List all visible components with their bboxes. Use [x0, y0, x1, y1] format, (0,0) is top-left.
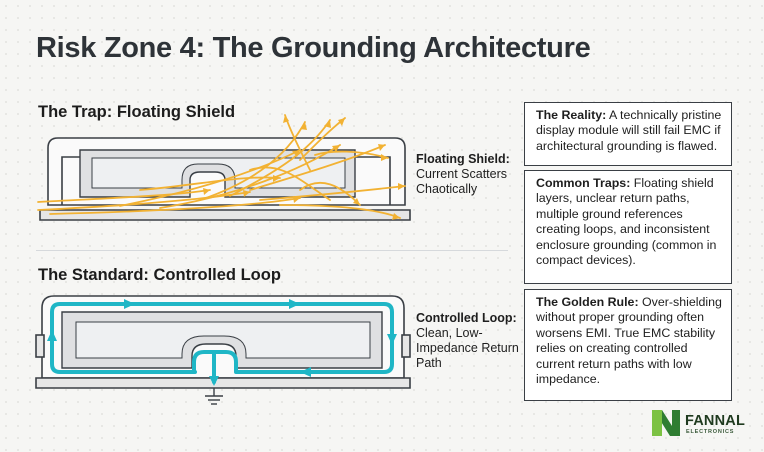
reality-text: A technically pristine display module wi… — [536, 108, 722, 153]
golden-rule-heading: The Golden Rule: — [536, 295, 639, 309]
loop-arrowheads — [47, 299, 397, 386]
logo-subtitle: ELECTRONICS — [686, 429, 735, 435]
reality-heading: The Reality: — [536, 108, 607, 122]
standard-heading: The Standard: Controlled Loop — [38, 266, 281, 284]
trap-heading: The Trap: Floating Shield — [38, 103, 236, 121]
floating-shield-label-text: Current Scatters Chaotically — [416, 167, 508, 196]
page-title: Risk Zone 4: The Grounding Architecture — [36, 32, 591, 64]
fannal-logo: FANNAL ELECTRONICS — [650, 406, 750, 440]
ground-symbol — [205, 388, 223, 405]
common-traps-box: Common Traps: Floating shield layers, un… — [524, 170, 732, 284]
standard-display-module — [61, 311, 383, 369]
section-divider — [36, 250, 508, 251]
reality-box: The Reality: A technically pristine disp… — [524, 102, 732, 166]
chaotic-current-arrows — [37, 114, 406, 219]
controlled-loop-label-title: Controlled Loop: — [416, 311, 517, 325]
chaotic-arrowheads — [203, 115, 405, 220]
golden-rule-text: Over-shielding without proper grounding … — [536, 295, 722, 387]
controlled-loop-label: Controlled Loop: Clean, Low-Impedance Re… — [416, 311, 520, 371]
fannal-logo-mark-icon — [652, 410, 680, 436]
logo-name: FANNAL — [685, 413, 746, 429]
golden-rule-box: The Golden Rule: Over-shielding without … — [524, 289, 732, 401]
common-traps-text: Floating shield layers, unclear return p… — [536, 176, 717, 268]
controlled-loop-label-text: Clean, Low-Impedance Return Path — [416, 326, 519, 370]
common-traps-heading: Common Traps: — [536, 176, 631, 190]
floating-shield-label-title: Floating Shield: — [416, 152, 510, 166]
floating-shield-label: Floating Shield: Current Scatters Chaoti… — [416, 152, 520, 197]
